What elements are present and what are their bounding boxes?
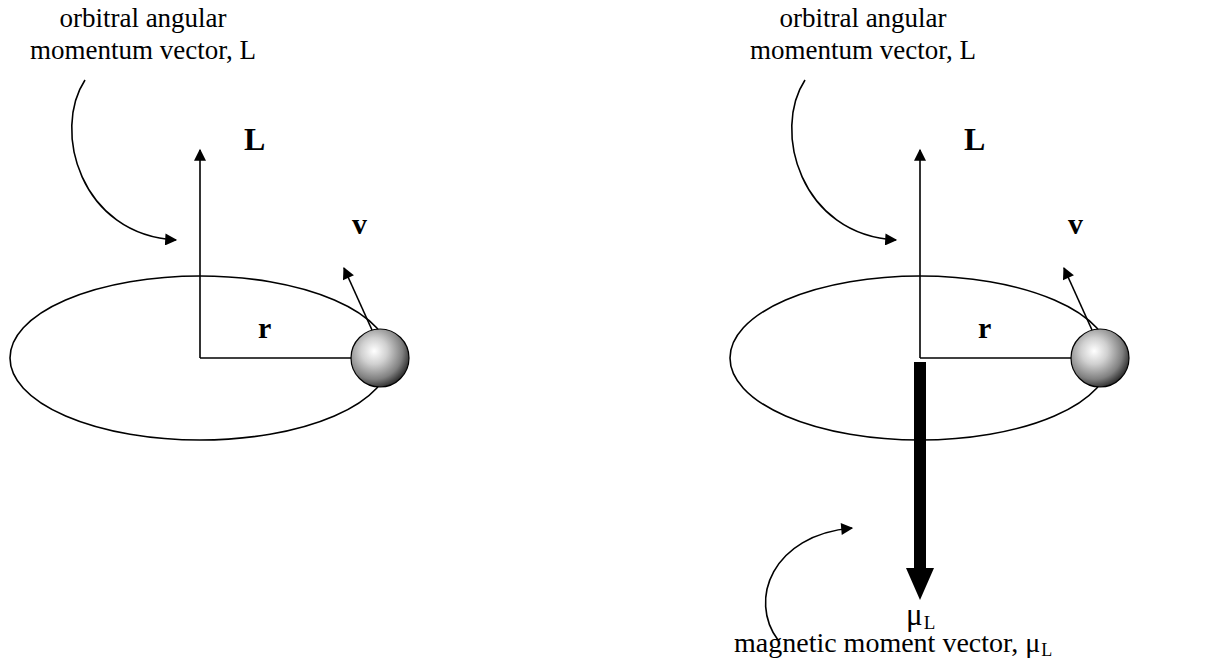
angular-momentum-arrow (919, 150, 921, 358)
caption-text: orbitral angular momentum vector, L (12, 2, 274, 67)
velocity-arrow (344, 268, 372, 330)
leader-arrow (792, 80, 896, 240)
vector-symbol: L (244, 120, 265, 158)
vector-symbol: v (352, 206, 367, 242)
magnetic-moment-arrowhead (906, 568, 934, 600)
electron-sphere (1071, 329, 1129, 387)
velocity-arrow (1064, 268, 1092, 330)
caption-text: orbitral angular momentum vector, L (732, 2, 994, 67)
radius-line (200, 357, 352, 358)
magnetic-moment-arrow (914, 362, 926, 570)
vector-symbol: r (258, 310, 271, 346)
leader-arrow (766, 528, 852, 640)
leader-arrow (72, 80, 176, 240)
subscript: L (1041, 640, 1052, 662)
radius-line (920, 357, 1072, 358)
vector-symbol: L (964, 120, 985, 158)
caption-text: magnetic moment vector, μ (734, 626, 1040, 660)
angular-momentum-arrow (199, 150, 201, 358)
vector-symbol: r (978, 310, 991, 346)
vector-symbol: v (1068, 206, 1083, 242)
electron-sphere (351, 329, 409, 387)
